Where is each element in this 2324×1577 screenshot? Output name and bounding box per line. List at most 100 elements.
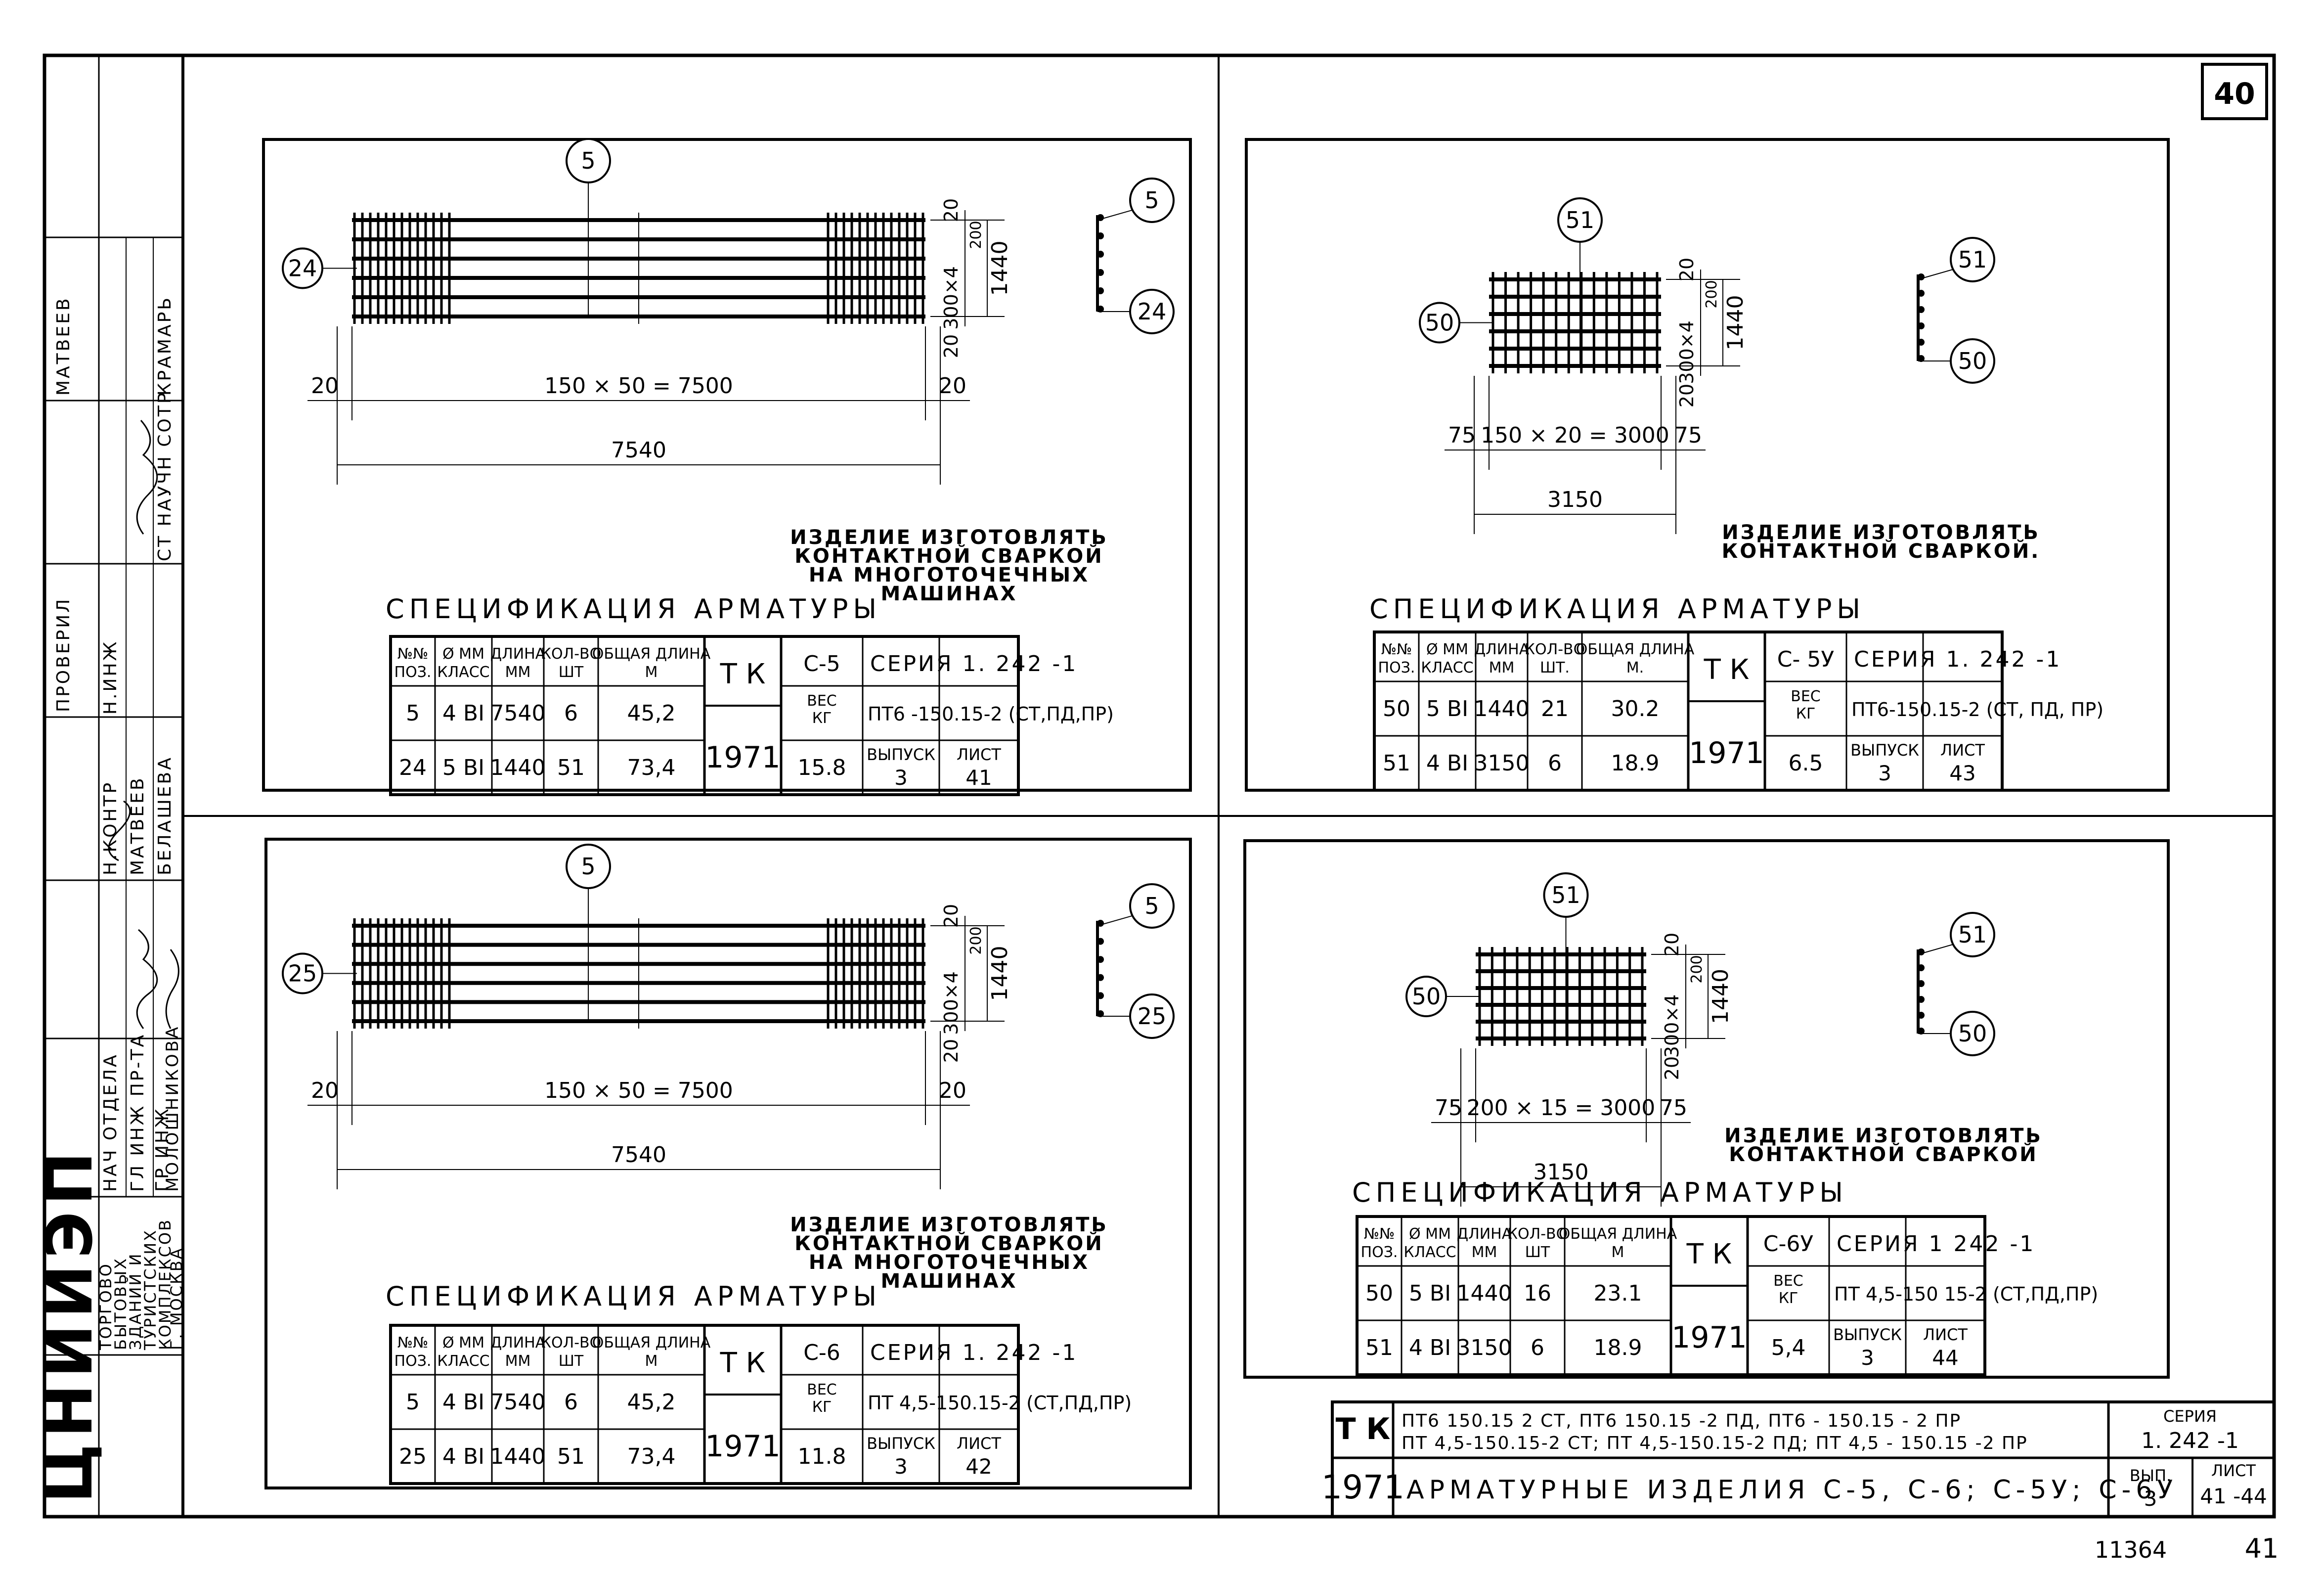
svg-text:КЛАСС: КЛАСС <box>1421 659 1473 676</box>
svg-text:42: 42 <box>965 1454 992 1479</box>
svg-text:15.8: 15.8 <box>798 755 846 780</box>
svg-text:1440: 1440 <box>490 755 546 780</box>
svg-text:3150: 3150 <box>1534 1160 1589 1185</box>
svg-text:Т К: Т К <box>720 658 766 690</box>
title-block <box>1331 1400 2276 1518</box>
svg-text:МОЛОШНИКОВА: МОЛОШНИКОВА <box>163 1025 182 1192</box>
svg-text:73,4: 73,4 <box>627 755 676 780</box>
svg-text:№№: №№ <box>1364 1225 1395 1243</box>
svg-text:1971: 1971 <box>705 740 781 775</box>
svg-text:50: 50 <box>1958 348 1987 374</box>
svg-text:1971: 1971 <box>1671 1320 1747 1355</box>
svg-text:ЛИСТ: ЛИСТ <box>957 745 1001 764</box>
svg-text:150 × 50 = 7500: 150 × 50 = 7500 <box>544 1078 733 1103</box>
svg-text:М.: М. <box>1626 659 1644 676</box>
svg-text:№№: №№ <box>1381 641 1412 658</box>
svg-text:ОБЩАЯ ДЛИНА: ОБЩАЯ ДЛИНА <box>1559 1225 1677 1243</box>
svg-text:М: М <box>645 664 658 681</box>
svg-text:СЕРИЯ 1. 242 -1: СЕРИЯ 1. 242 -1 <box>870 651 1078 676</box>
svg-text:ТУРИСТСКИХ: ТУРИСТСКИХ <box>141 1229 160 1351</box>
svg-text:20: 20 <box>1676 258 1698 281</box>
svg-text:20: 20 <box>940 1039 962 1063</box>
svg-text:24: 24 <box>1138 298 1167 325</box>
svg-text:СПЕЦИФИКАЦИЯ АРМАТУРЫ: СПЕЦИФИКАЦИЯ АРМАТУРЫ <box>1352 1177 1848 1208</box>
svg-text:50: 50 <box>1365 1281 1393 1306</box>
svg-text:КОЛ-ВО: КОЛ-ВО <box>1507 1225 1568 1243</box>
svg-text:1440: 1440 <box>490 1444 546 1469</box>
svg-text:24: 24 <box>399 755 427 780</box>
svg-text:5 ВI: 5 ВI <box>442 755 484 780</box>
svg-text:НА МНОГОТОЧЕЧНЫХ: НА МНОГОТОЧЕЧНЫХ <box>809 564 1090 586</box>
mesh-c6 <box>352 918 925 1029</box>
svg-text:ОБЩАЯ ДЛИНА: ОБЩАЯ ДЛИНА <box>592 1334 711 1352</box>
svg-text:ВЫПУСК: ВЫПУСК <box>1850 741 1919 760</box>
svg-text:51: 51 <box>1566 207 1595 233</box>
svg-text:СЕРИЯ 1. 242 -1: СЕРИЯ 1. 242 -1 <box>870 1340 1078 1365</box>
svg-text:200: 200 <box>1703 280 1720 308</box>
svg-text:Ø ММ: Ø ММ <box>442 645 484 663</box>
svg-text:20: 20 <box>311 1078 339 1103</box>
svg-text:С-5: С-5 <box>803 651 840 676</box>
svg-text:6: 6 <box>1548 751 1562 776</box>
svg-text:18.9: 18.9 <box>1611 751 1660 776</box>
svg-text:ВЫПУСК: ВЫПУСК <box>867 745 935 764</box>
svg-text:51: 51 <box>1958 921 1987 948</box>
svg-text:5 ВI: 5 ВI <box>1409 1281 1451 1306</box>
svg-text:ЛИСТ: ЛИСТ <box>957 1434 1001 1453</box>
svg-text:4 ВI: 4 ВI <box>442 1390 484 1415</box>
svg-text:ИЗДЕЛИЕ ИЗГОТОВЛЯТЬ: ИЗДЕЛИЕ ИЗГОТОВЛЯТЬ <box>790 1214 1108 1236</box>
svg-text:300×4: 300×4 <box>940 971 962 1035</box>
svg-text:КОЛ-ВО: КОЛ-ВО <box>541 645 602 663</box>
svg-text:23.1: 23.1 <box>1594 1281 1642 1306</box>
svg-text:ДЛИНА: ДЛИНА <box>1457 1225 1512 1243</box>
svg-text:СТ НАУЧН СОТР: СТ НАУЧН СОТР <box>155 391 175 561</box>
svg-text:КГ: КГ <box>1779 1290 1798 1307</box>
svg-text:50: 50 <box>1383 696 1410 721</box>
svg-text:5: 5 <box>1144 893 1159 919</box>
svg-text:ИЗДЕЛИЕ ИЗГОТОВЛЯТЬ: ИЗДЕЛИЕ ИЗГОТОВЛЯТЬ <box>790 526 1108 549</box>
title-block-products-2: ПТ 4,5-150.15-2 СТ; ПТ 4,5-150.15-2 ПД; … <box>1402 1433 2028 1453</box>
svg-text:ШТ: ШТ <box>559 1352 584 1370</box>
svg-text:С-6У: С-6У <box>1763 1231 1814 1257</box>
svg-text:43: 43 <box>1949 761 1975 785</box>
svg-text:75: 75 <box>1674 423 1702 448</box>
svg-text:1440: 1440 <box>987 946 1012 1001</box>
svg-text:ПОЗ.: ПОЗ. <box>395 664 432 681</box>
svg-text:200: 200 <box>1688 955 1706 983</box>
title-block-title: АРМАТУРНЫЕ ИЗДЕЛИЯ С-5, С-6; С-5У; С-6У <box>1406 1475 2178 1505</box>
svg-text:45,2: 45,2 <box>627 701 676 726</box>
svg-text:ММ: ММ <box>505 664 531 681</box>
svg-text:300×4: 300×4 <box>1661 994 1683 1058</box>
svg-text:Н.КОНТР: Н.КОНТР <box>100 781 121 875</box>
svg-text:ШТ: ШТ <box>559 664 584 681</box>
svg-text:18.9: 18.9 <box>1594 1335 1642 1360</box>
svg-text:Г. МОСКВА: Г. МОСКВА <box>167 1247 186 1350</box>
svg-text:6: 6 <box>1531 1335 1544 1360</box>
svg-text:ПТ6 -150.15-2 (СТ,ПД,ПР): ПТ6 -150.15-2 (СТ,ПД,ПР) <box>868 703 1114 725</box>
svg-text:5: 5 <box>406 701 420 726</box>
svg-text:ПОЗ.: ПОЗ. <box>1378 659 1415 676</box>
svg-text:ММ: ММ <box>505 1352 531 1370</box>
svg-text:51: 51 <box>1551 882 1580 908</box>
svg-text:КРАМАРЬ: КРАМАРЬ <box>155 296 175 396</box>
svg-text:ДЛИНА: ДЛИНА <box>1474 641 1530 658</box>
svg-text:51: 51 <box>1365 1335 1393 1360</box>
page-number-box <box>2201 63 2268 120</box>
svg-text:МАТВЕЕВ: МАТВЕЕВ <box>128 776 148 875</box>
svg-text:ММ: ММ <box>1489 659 1515 676</box>
svg-text:5,4: 5,4 <box>1771 1335 1806 1360</box>
svg-text:4 ВI: 4 ВI <box>442 1444 484 1469</box>
svg-text:1440: 1440 <box>1457 1281 1512 1306</box>
svg-text:5: 5 <box>406 1390 420 1415</box>
svg-text:С-6: С-6 <box>803 1340 840 1365</box>
svg-text:75: 75 <box>1448 423 1476 448</box>
svg-text:ВЫПУСК: ВЫПУСК <box>1833 1325 1902 1344</box>
title-block-sheet-label: ЛИСТ <box>2211 1461 2256 1480</box>
svg-text:КОНТАКТНОЙ СВАРКОЙ: КОНТАКТНОЙ СВАРКОЙ <box>794 544 1104 568</box>
svg-text:БЫТОВЫХ: БЫТОВЫХ <box>111 1257 130 1350</box>
svg-text:200 × 15 = 3000: 200 × 15 = 3000 <box>1467 1095 1656 1121</box>
